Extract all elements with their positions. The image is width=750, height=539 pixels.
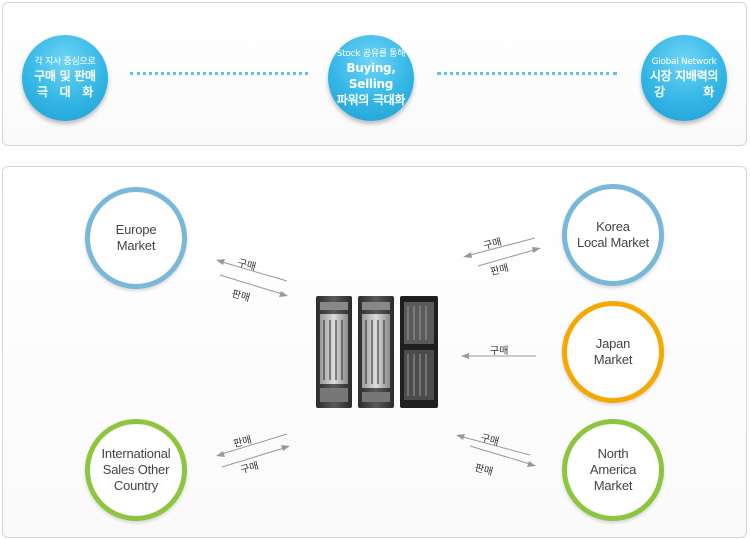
bubble-small-text: Global Network (651, 57, 717, 67)
international-buy-arrow (221, 445, 290, 468)
bubble-stock-sharing: Stock 공유를 통해 Buying, Selling 파워의 극대화 (328, 35, 414, 121)
market-europe-label: Europe Market (115, 222, 157, 253)
market-international: International Sales Other Country (85, 419, 187, 521)
market-international-label: International Sales Other Country (101, 446, 171, 493)
bubble-small-text: 각 지사 중심으로 (34, 57, 96, 67)
market-north-america-label: North America Market (589, 446, 637, 493)
market-korea: Korea Local Market (562, 184, 664, 286)
market-japan: Japan Market (562, 301, 664, 403)
bubble-main-text: 구매 및 판매 (34, 69, 96, 83)
market-japan-label: Japan Market (593, 336, 633, 367)
europe-sell-arrow (219, 274, 288, 297)
bubble-main-text: Buying, Selling (346, 61, 396, 91)
international-sell-arrow (216, 433, 288, 457)
japan-buy-arrow (461, 353, 536, 359)
korea-sell-arrow (477, 247, 541, 267)
dotted-connector-left (130, 72, 308, 75)
bubble-main-text: 시장 지배력의 (649, 69, 719, 83)
server-racks-image (316, 296, 438, 408)
bubble-small-text: Stock 공유를 통해 (336, 49, 406, 59)
korea-buy-arrow (463, 237, 536, 258)
dotted-connector-right (437, 72, 617, 75)
market-north-america: North America Market (562, 419, 664, 521)
bubble-global-network: Global Network 시장 지배력의 강 화 (641, 35, 727, 121)
bubble-spread-text: 강 화 (654, 85, 714, 99)
north-america-sell-arrow (469, 445, 536, 467)
europe-buy-arrow (216, 259, 288, 282)
bubble-sub-text: 파워의 극대화 (336, 93, 406, 107)
north-america-buy-arrow (456, 434, 531, 456)
market-korea-label: Korea Local Market (576, 219, 650, 250)
bubble-spread-text: 극 대 화 (37, 85, 93, 99)
bubble-branch-maximization: 각 지사 중심으로 구매 및 판매 극 대 화 (22, 35, 108, 121)
market-europe: Europe Market (85, 187, 187, 289)
japan-buy-label: 구매 (490, 346, 509, 357)
